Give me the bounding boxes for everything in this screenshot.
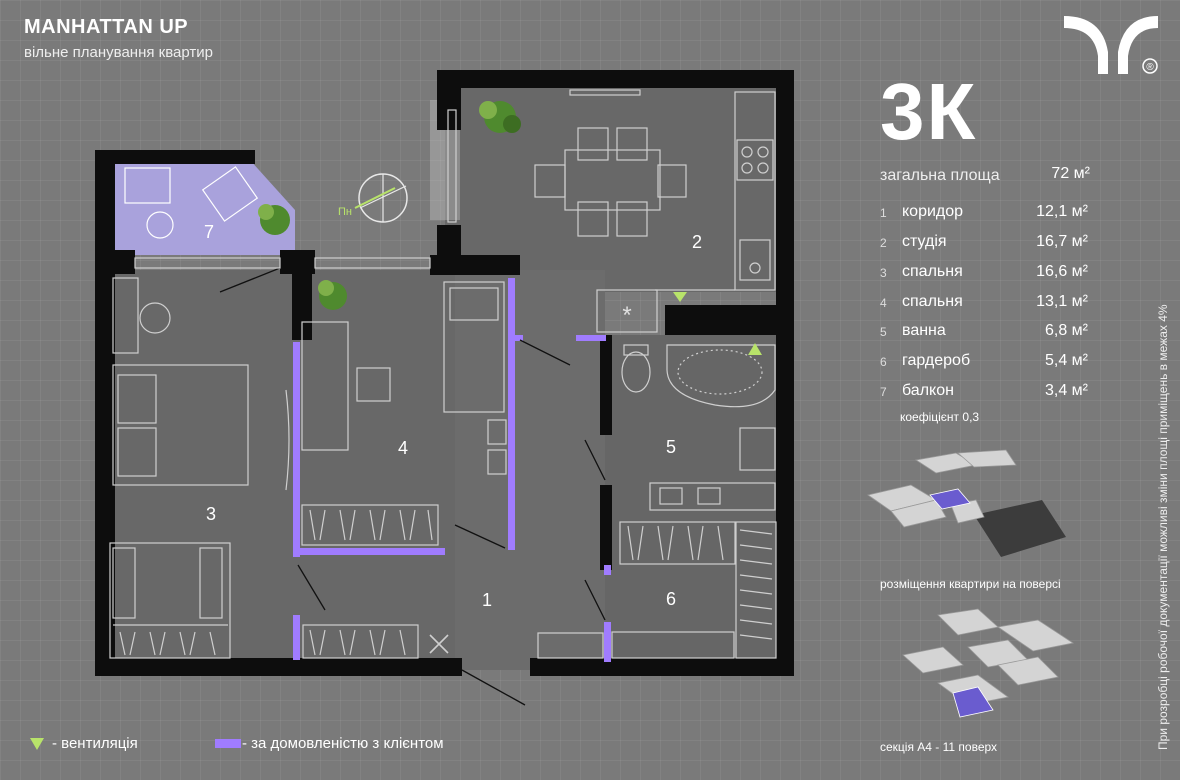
bedroom-3-furniture (109, 277, 290, 659)
bathroom-fixtures (621, 344, 776, 511)
legend-ventilation-icon (30, 738, 44, 750)
room-row: 5 ванна 6,8 м² (880, 322, 1088, 344)
room-area: 3,4 м² (1044, 382, 1088, 399)
room-area: 13,1 м² (1036, 293, 1088, 310)
room-number: 7 (880, 385, 887, 399)
room-name: спальня (902, 263, 963, 280)
doors (219, 267, 606, 706)
balcony-furniture (124, 166, 259, 239)
brand-title: MANHATTAN UP (24, 16, 189, 38)
room-row: 1 коридор 12,1 м² (880, 203, 1088, 225)
corridor-furniture (302, 624, 449, 659)
room-labels: 1 2 3 4 5 6 7 (204, 222, 702, 610)
floor-position-caption: розміщення квартири на поверсі (880, 577, 1061, 591)
desk-icon (301, 321, 349, 451)
coefficient-note: коефіцієнт 0,3 (900, 410, 980, 424)
y-logo-icon: ® (1064, 16, 1158, 74)
room-number: 1 (880, 206, 887, 220)
legend-ventilation-label: - вентиляція (52, 735, 138, 752)
legend-client-walls-swatch (215, 739, 241, 748)
room-name: ванна (902, 322, 946, 339)
kitchen: * (596, 91, 776, 333)
room-area: 5,4 м² (1044, 352, 1088, 369)
brand-logo: ® (1062, 12, 1162, 83)
room-area: 16,6 м² (1036, 263, 1088, 280)
bed-icon (443, 281, 505, 413)
room-row: 4 спальня 13,1 м² (880, 293, 1088, 315)
toilet-icon (621, 351, 651, 393)
room-number: 3 (880, 266, 887, 280)
bed-icon (112, 364, 249, 486)
bedroom-4-furniture (301, 281, 507, 546)
room-label-1: 1 (482, 590, 492, 610)
compass-label: Пн (338, 206, 352, 218)
room-label-2: 2 (692, 232, 702, 252)
floor-plan: * Пн (95, 70, 794, 706)
room-name: студія (902, 233, 947, 250)
total-area-value: 72 м² (1051, 165, 1090, 182)
room-row: 2 студія 16,7 м² (880, 233, 1088, 255)
room-area: 12,1 м² (1036, 203, 1088, 220)
compass-icon (354, 173, 408, 223)
side-note: При розробці робочої документації можлив… (1156, 304, 1170, 750)
wardrobe-room-furniture (537, 521, 777, 659)
room-number: 5 (880, 325, 887, 339)
total-area-label: загальна площа (880, 167, 1000, 184)
room-label-7: 7 (204, 222, 214, 242)
room-number: 6 (880, 355, 887, 369)
dining-table (534, 127, 687, 237)
room-row: 3 спальня 16,6 м² (880, 263, 1088, 285)
room-label-4: 4 (398, 438, 408, 458)
room-name: спальня (902, 293, 963, 310)
bathtub-icon (666, 344, 776, 408)
plant-icon (258, 101, 521, 310)
legend-client-walls-label: - за домовленістю з клієнтом (242, 735, 444, 752)
room-row: 7 балкон 3,4 м² (880, 382, 1088, 404)
fridge-icon (596, 289, 658, 333)
room-name: балкон (902, 382, 954, 399)
room-row: 6 гардероб 5,4 м² (880, 352, 1088, 374)
sink-icon (739, 239, 771, 281)
client-walls (293, 278, 611, 662)
room-name: гардероб (902, 352, 971, 369)
floor-position-map (867, 449, 1066, 557)
registered-mark: ® (1146, 62, 1154, 73)
floor-areas (100, 82, 785, 670)
room-area: 6,8 м² (1044, 322, 1088, 339)
room-number: 4 (880, 296, 887, 310)
room-name: коридор (902, 203, 964, 220)
apartment-type: 3К (880, 67, 978, 156)
room-label-3: 3 (206, 504, 216, 524)
stove-icon (736, 139, 774, 181)
windows (134, 89, 641, 269)
room-number: 2 (880, 236, 887, 250)
ventilation-icon (673, 292, 762, 355)
svg-text:*: * (622, 302, 631, 329)
room-label-6: 6 (666, 589, 676, 609)
section-caption: секція А4 - 11 поверх (880, 740, 998, 754)
brand-subtitle: вільне планування квартир (24, 44, 213, 61)
wardrobe-icon (109, 542, 231, 659)
section-map (902, 608, 1075, 718)
balcony-floor (110, 160, 295, 255)
room-label-5: 5 (666, 437, 676, 457)
room-area: 16,7 м² (1036, 233, 1088, 250)
